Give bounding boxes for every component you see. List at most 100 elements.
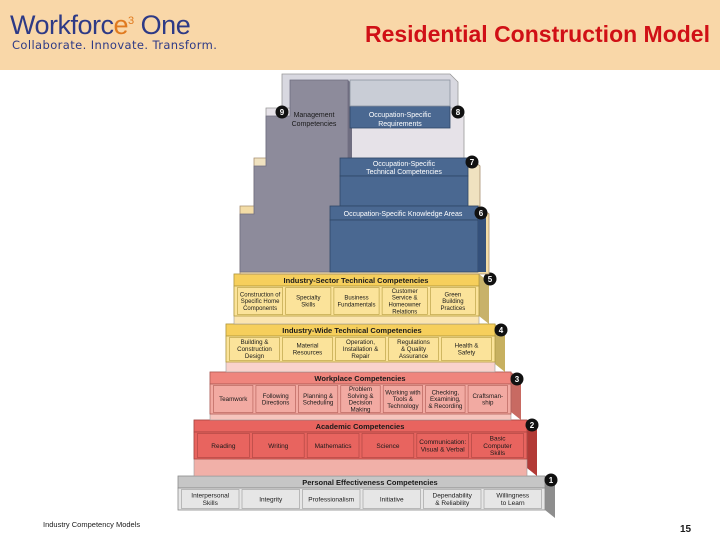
tier5-block-5-text: Practices [441, 306, 466, 312]
tier3-block-2 [255, 385, 296, 413]
tier5-block-1-text: Specific Home [241, 299, 280, 305]
tier-3-label: Workplace Competencies [314, 374, 405, 383]
tier3-block-4-text: Decision [349, 400, 373, 407]
occupation-tower-upper [349, 79, 451, 107]
tier3-block-6 [425, 385, 466, 413]
tier5-block-2-text: Skills [301, 303, 315, 309]
tier4-block-1 [229, 337, 280, 361]
tier-3-number: 3 [515, 375, 520, 384]
logo-tagline: Collaborate. Innovate. Transform. [12, 38, 218, 52]
tier-9-label-line-2: Competencies [292, 121, 337, 128]
tier1-block-3-text: Professionalism [308, 496, 354, 503]
tier1-block-5 [423, 489, 482, 509]
tier4-block-5-text: Health & [455, 343, 480, 350]
tier2-block-1-text: Reading [211, 443, 236, 450]
tier-2-number-badge [525, 418, 539, 432]
tier-4-number: 4 [499, 326, 504, 335]
tier5-block-4-text: Relations [392, 309, 417, 315]
tier2-block-5-text: Communication: [419, 439, 466, 446]
tier5-block-5-text: Green [445, 292, 462, 298]
tier3-block-7 [467, 385, 508, 413]
tier4-block-1-text: Design [245, 353, 265, 360]
tier-6-number: 6 [479, 209, 484, 218]
tier3-block-5-text: Technology [387, 403, 419, 410]
tier4-block-2-text: Resources [293, 350, 323, 357]
tier1-block-6-text: to Learn [501, 500, 525, 507]
tier3-block-3-text: Planning & [303, 393, 334, 400]
tier5-block-5 [429, 287, 476, 315]
tier-2-label: Academic Competencies [316, 422, 405, 431]
tier-4-number-badge [494, 323, 508, 337]
tier2-block-5 [416, 433, 469, 458]
tier-8-label-line-1: Occupation-Specific [369, 112, 432, 119]
tier3-block-1 [213, 385, 254, 413]
tier-5-industry-sector: Industry-Sector Technical Competencies C… [233, 272, 497, 325]
tier3-block-4-text: Making [351, 406, 372, 413]
tier-9-number: 9 [280, 108, 285, 117]
page-number: 15 [680, 524, 692, 535]
occupation-tower-base [329, 219, 479, 273]
tier4-block-3-text: Operation, [346, 339, 375, 346]
tier-6-number-badge [474, 206, 488, 220]
tier4-block-1-text: Building & [241, 339, 270, 346]
occupation-tower-side [478, 206, 486, 272]
tier5-block-3-text: Business [344, 296, 368, 302]
tier3-block-2-text: Directions [262, 400, 290, 407]
tier3-block-3 [298, 385, 339, 413]
tier5-block-1 [237, 287, 284, 315]
tier1-block-4 [362, 489, 421, 509]
tier1-block-4-text: Initiative [380, 496, 404, 503]
tier3-block-4 [340, 385, 381, 413]
page-title: Residential Construction Model [364, 21, 710, 47]
tier3-block-6-text: Checking, [432, 389, 460, 396]
tier2-block-6 [471, 433, 524, 458]
tier2-block-3 [306, 433, 360, 458]
tier3-block-3-text: Scheduling [303, 400, 334, 407]
tier3-block-5-text: Working with [385, 389, 421, 396]
tier1-block-6-text: Willingness [496, 493, 530, 500]
tier2-block-4 [361, 433, 415, 458]
tier5-block-1-text: Components [243, 306, 277, 312]
tier1-block-3 [302, 489, 361, 509]
tier4-block-4-text: & Quality [401, 346, 427, 353]
tier4-block-5 [441, 337, 492, 361]
tier-7-label-line-2: Technical Competencies [366, 169, 442, 176]
tier2-block-6-text: Computer [483, 443, 512, 450]
tier-1-side [545, 476, 555, 518]
tier3-block-2-text: Following [263, 393, 290, 400]
tier5-block-4-text: Homeowner [389, 303, 421, 309]
tier-4-label: Industry-Wide Technical Competencies [282, 326, 421, 335]
tier2-block-5-text: Visual & Verbal [421, 446, 466, 453]
tier2-block-6-text: Skills [490, 450, 506, 457]
tier1-block-1-text: Interpersonal [191, 493, 229, 500]
tier5-block-5-text: Building [442, 299, 463, 305]
tier-5-number: 5 [488, 275, 493, 284]
tier-9-label-line-1: Management [294, 112, 335, 119]
tier1-block-2 [241, 489, 300, 509]
tier-1-number-badge [544, 473, 558, 487]
tier3-block-5-text: Tools & [393, 396, 414, 403]
tier-5-label: Industry-Sector Technical Competencies [284, 276, 429, 285]
tier4-block-2 [282, 337, 333, 361]
tier-9-number-badge [275, 105, 289, 119]
tier4-block-3-text: Installation & [343, 346, 379, 353]
tier3-block-7-text: Craftsman- [472, 393, 503, 400]
tier-7-number: 7 [470, 158, 475, 167]
tier4-block-2-text: Material [296, 343, 318, 350]
tier-6-label: Occupation-Specific Knowledge Areas [344, 211, 463, 218]
tier-1-label: Personal Effectiveness Competencies [302, 478, 437, 487]
tier5-block-4 [381, 287, 428, 315]
tier-1-personal-effectiveness: Personal Effectiveness Competencies Inte… [177, 473, 558, 518]
tier1-block-5-text: Dependability [433, 493, 473, 500]
tier-8-number-badge [451, 105, 465, 119]
tier1-block-1 [181, 489, 240, 509]
tier1-block-6 [483, 489, 542, 509]
tier2-block-3-text: Mathematics [315, 443, 353, 450]
tier4-block-3-text: Repair [351, 353, 369, 360]
upper-towers: Management Competencies 9 Occupation-Spe… [239, 73, 490, 275]
tier4-block-4 [388, 337, 439, 361]
tier5-block-3-text: Fundamentals [337, 303, 375, 309]
tier1-block-1-text: Skills [203, 500, 219, 507]
